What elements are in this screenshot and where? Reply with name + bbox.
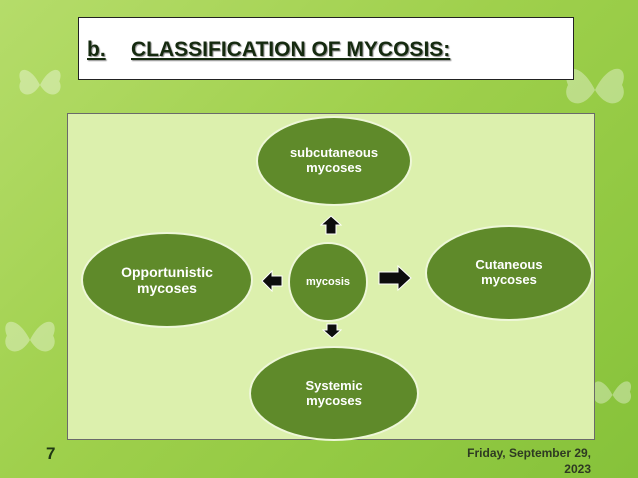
butterfly-decoration-icon xyxy=(566,68,624,104)
classification-diagram: subcutaneous mycoses Opportunistic mycos… xyxy=(67,113,595,441)
arrow-right-icon xyxy=(378,265,412,291)
arrow-left-icon xyxy=(261,270,283,292)
arrow-down-icon xyxy=(322,323,342,339)
butterfly-decoration-icon xyxy=(19,69,61,95)
slide-title: CLASSIFICATION OF MYCOSIS: xyxy=(131,38,451,61)
title-box: b. CLASSIFICATION OF MYCOSIS: xyxy=(78,17,574,80)
node-subcutaneous: subcutaneous mycoses xyxy=(256,116,412,206)
node-systemic: Systemic mycoses xyxy=(249,346,419,441)
slide-number: 7 xyxy=(46,444,56,463)
arrow-up-icon xyxy=(320,215,342,235)
butterfly-decoration-icon xyxy=(593,381,632,404)
node-opportunistic: Opportunistic mycoses xyxy=(81,232,253,328)
node-mycosis-center: mycosis xyxy=(288,242,368,322)
node-cutaneous: Cutaneous mycoses xyxy=(425,225,593,321)
butterfly-decoration-icon xyxy=(5,321,55,352)
title-prefix: b. xyxy=(87,38,106,61)
slide-date: Friday, September 29, 2023 xyxy=(467,446,591,476)
